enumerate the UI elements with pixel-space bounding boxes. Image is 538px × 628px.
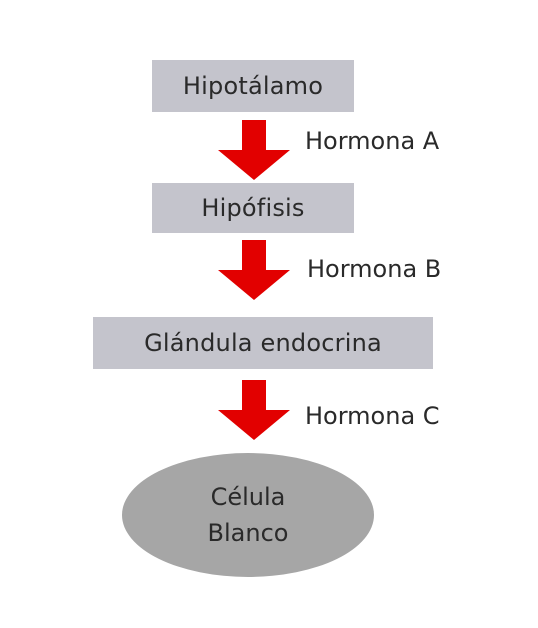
- glandula-endocrina-box: Glándula endocrina: [93, 317, 433, 369]
- arrow-down-icon: [218, 240, 290, 300]
- arrow-down-icon: [218, 380, 290, 440]
- hipotalamo-box: Hipotálamo: [152, 60, 354, 112]
- celula-blanco-line1: Célula: [210, 483, 286, 511]
- hormona-c-label: Hormona C: [305, 402, 440, 430]
- celula-blanco-ellipse: Célula Blanco: [122, 453, 374, 577]
- hipofisis-label: Hipófisis: [201, 194, 305, 222]
- hormona-b-label: Hormona B: [307, 255, 442, 283]
- hipofisis-box: Hipófisis: [152, 183, 354, 233]
- hipotalamo-label: Hipotálamo: [182, 72, 324, 100]
- glandula-endocrina-label: Glándula endocrina: [144, 329, 382, 357]
- arrow-down-icon: [218, 120, 290, 180]
- hormona-a-label: Hormona A: [305, 127, 440, 155]
- celula-blanco-line2: Blanco: [207, 519, 289, 547]
